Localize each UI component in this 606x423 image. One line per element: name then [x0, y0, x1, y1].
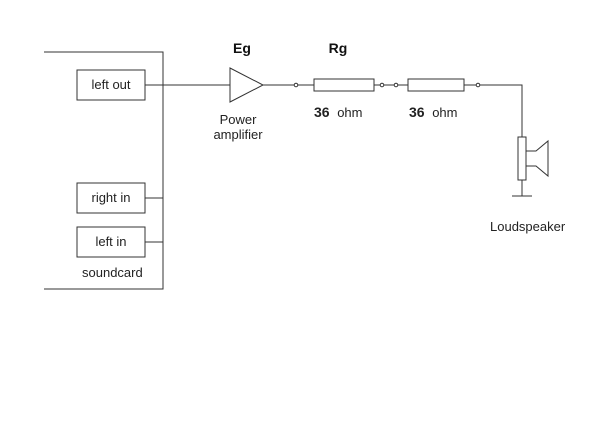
loudspeaker-magnet	[517, 136, 527, 181]
amplifier-caption-line1: Power	[220, 112, 258, 127]
resistor-1-unit: ohm	[337, 105, 362, 120]
resistor-2-label: 36 ohm	[409, 104, 458, 120]
terminal-node-4	[475, 82, 481, 88]
right-in-port-label: right in	[91, 190, 130, 205]
right-in-port-box	[76, 182, 146, 214]
left-in-port-label: left in	[95, 234, 126, 249]
terminal-node-3	[393, 82, 399, 88]
terminal-node-2	[379, 82, 385, 88]
amplifier-eg-label: Eg	[233, 40, 251, 56]
terminal-node-1	[293, 82, 299, 88]
resistor-1-label: 36 ohm	[314, 104, 363, 120]
amplifier-symbol	[229, 67, 265, 103]
left-in-port-box	[76, 226, 146, 258]
loudspeaker-label: Loudspeaker	[490, 219, 566, 234]
loudspeaker-cone	[525, 139, 549, 178]
resistor-2-unit: ohm	[432, 105, 457, 120]
resistor-2-value: 36	[409, 104, 425, 120]
soundcard-outline	[44, 51, 164, 290]
left-out-port-label: left out	[91, 77, 130, 92]
soundcard-label: soundcard	[82, 265, 143, 280]
resistor-1-value: 36	[314, 104, 330, 120]
resistor-1	[313, 78, 375, 92]
amplifier-caption-line2: amplifier	[213, 127, 263, 142]
resistor-2	[407, 78, 465, 92]
wire-to-speaker	[480, 84, 523, 137]
rg-label: Rg	[329, 40, 348, 56]
